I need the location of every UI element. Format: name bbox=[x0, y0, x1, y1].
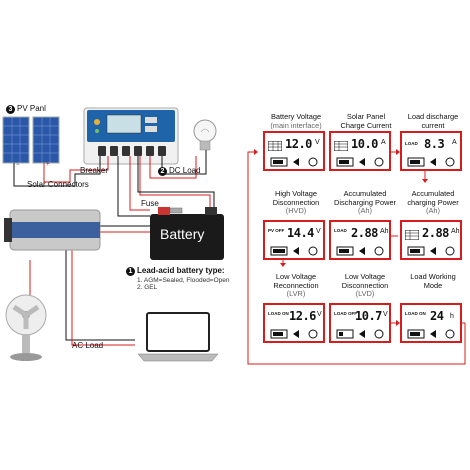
battery bbox=[150, 207, 224, 260]
solar-panel-icon bbox=[405, 230, 419, 240]
light-bulb-icon bbox=[193, 119, 217, 151]
battery-type-1: 1. AGM=Sealed, Flooded=Open bbox=[137, 277, 230, 284]
solar-panel-icon bbox=[268, 141, 282, 151]
fuse-label: Fuse bbox=[141, 199, 159, 208]
charge-controller bbox=[83, 107, 179, 165]
status-icons bbox=[270, 157, 318, 167]
mode-9-caption: Load Working Mode bbox=[410, 272, 456, 290]
solar-panel-left bbox=[2, 116, 30, 164]
fuse-icon bbox=[169, 207, 183, 214]
lcd-discharging-ah: LOAD 2.88 Ah bbox=[329, 220, 391, 260]
mode-3-caption: Load discharge current bbox=[407, 112, 459, 130]
battery-label: Battery bbox=[160, 226, 205, 242]
lcd-load-mode: LOAD ON 24 h bbox=[400, 303, 462, 343]
battery-type-2: 2. GEL bbox=[137, 284, 158, 291]
battery-badge: 1 bbox=[126, 267, 135, 276]
mode-1-caption: Battery Voltage (main interface) bbox=[270, 112, 322, 130]
pv-badge: 3 bbox=[6, 105, 15, 114]
status-icons bbox=[407, 329, 455, 339]
ac-load-label: AC Load bbox=[72, 341, 104, 350]
wiring-diagram: − + bbox=[2, 107, 224, 362]
dc-load-badge: 2 bbox=[158, 167, 167, 176]
laptop-icon bbox=[137, 312, 219, 362]
mode-5-caption: Accumulated Discharging Power (Ah) bbox=[333, 189, 397, 216]
breaker-label: Breaker bbox=[80, 166, 109, 175]
lcd-load-current: LOAD 8.3 A bbox=[400, 131, 462, 171]
lcd-lvd: LOAD OFF 10.7 V bbox=[329, 303, 391, 343]
solar-panel-right bbox=[32, 116, 60, 164]
fan-icon bbox=[5, 294, 47, 361]
svg-text:−: − bbox=[16, 162, 20, 168]
lcd-battery-voltage: 12.0 V bbox=[263, 131, 325, 171]
status-icons bbox=[407, 157, 455, 167]
mode-2-caption: Solar Panel Charge Current bbox=[340, 112, 392, 130]
mode-7-caption: Low Voltage Reconnection (LVR) bbox=[273, 272, 319, 299]
solar-panel-icon bbox=[334, 141, 348, 151]
solar-connectors-label: Solar Connectors bbox=[27, 180, 89, 189]
mode-8-caption: Low Voltage Disconnection (LVD) bbox=[341, 272, 389, 299]
svg-text:+: + bbox=[46, 162, 50, 168]
status-icons bbox=[336, 329, 384, 339]
lcd-hvd: PV OFF 14.4 V bbox=[263, 220, 325, 260]
status-icons bbox=[407, 246, 455, 256]
status-icons bbox=[336, 157, 384, 167]
status-icons bbox=[270, 246, 318, 256]
lcd-charging-ah: 2.88 Ah bbox=[400, 220, 462, 260]
status-icons bbox=[336, 246, 384, 256]
mode-6-caption: Accumulated charging Power (Ah) bbox=[407, 189, 459, 216]
lcd-solar-current: 10.0 A bbox=[329, 131, 391, 171]
mode-4-caption: High Voltage Disconnection (HVD) bbox=[272, 189, 320, 216]
status-icons bbox=[270, 329, 318, 339]
lcd-lvr: LOAD ON 12.6 V bbox=[263, 303, 325, 343]
inverter bbox=[4, 209, 101, 251]
